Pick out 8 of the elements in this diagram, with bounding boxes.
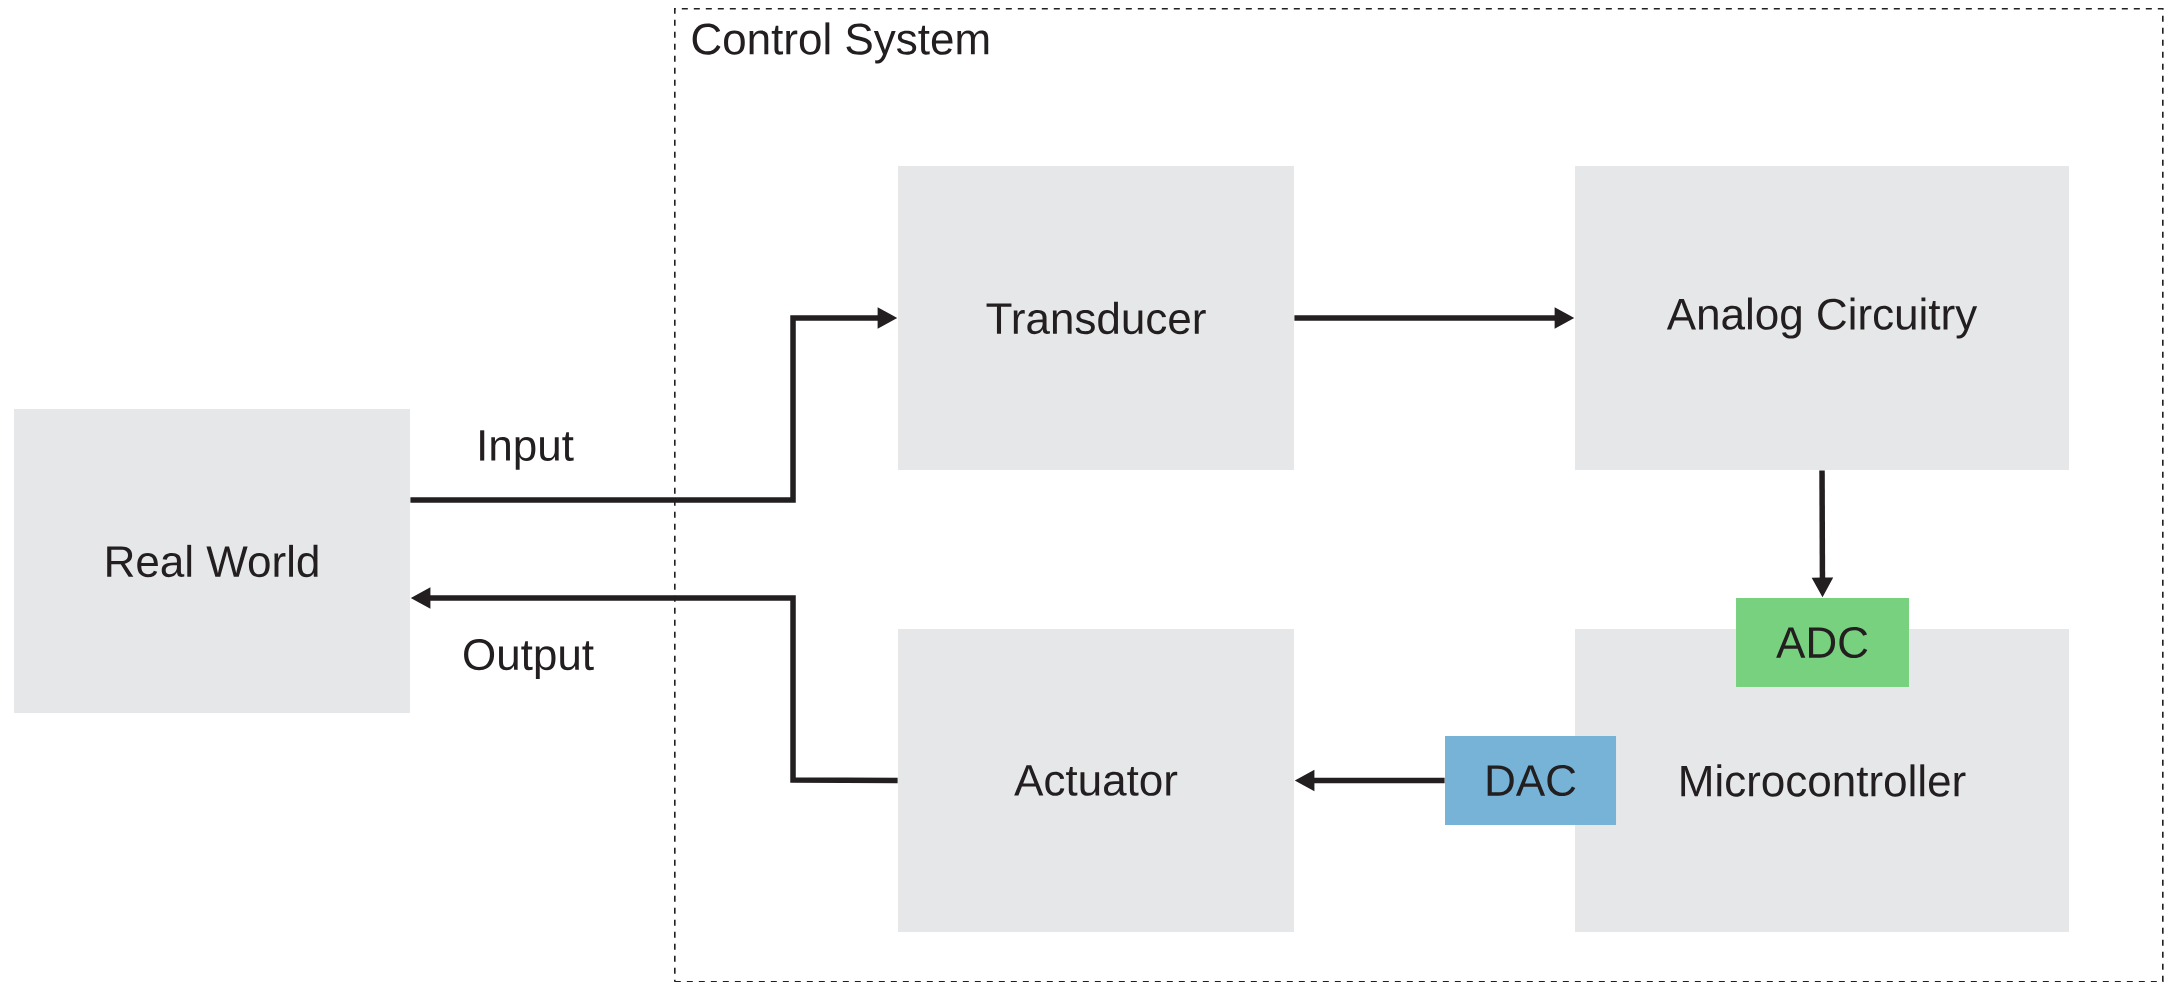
process-box: Transducer (898, 166, 1294, 470)
edge-label: Input (472, 426, 578, 474)
converter-box: DAC (1445, 736, 1616, 825)
process-box: Actuator (898, 629, 1294, 932)
process-box: Analog Circuitry (1575, 166, 2069, 470)
converter-box: ADC (1736, 598, 1909, 687)
edge-label: Output (457, 635, 599, 683)
process-box: Real World (14, 409, 410, 713)
